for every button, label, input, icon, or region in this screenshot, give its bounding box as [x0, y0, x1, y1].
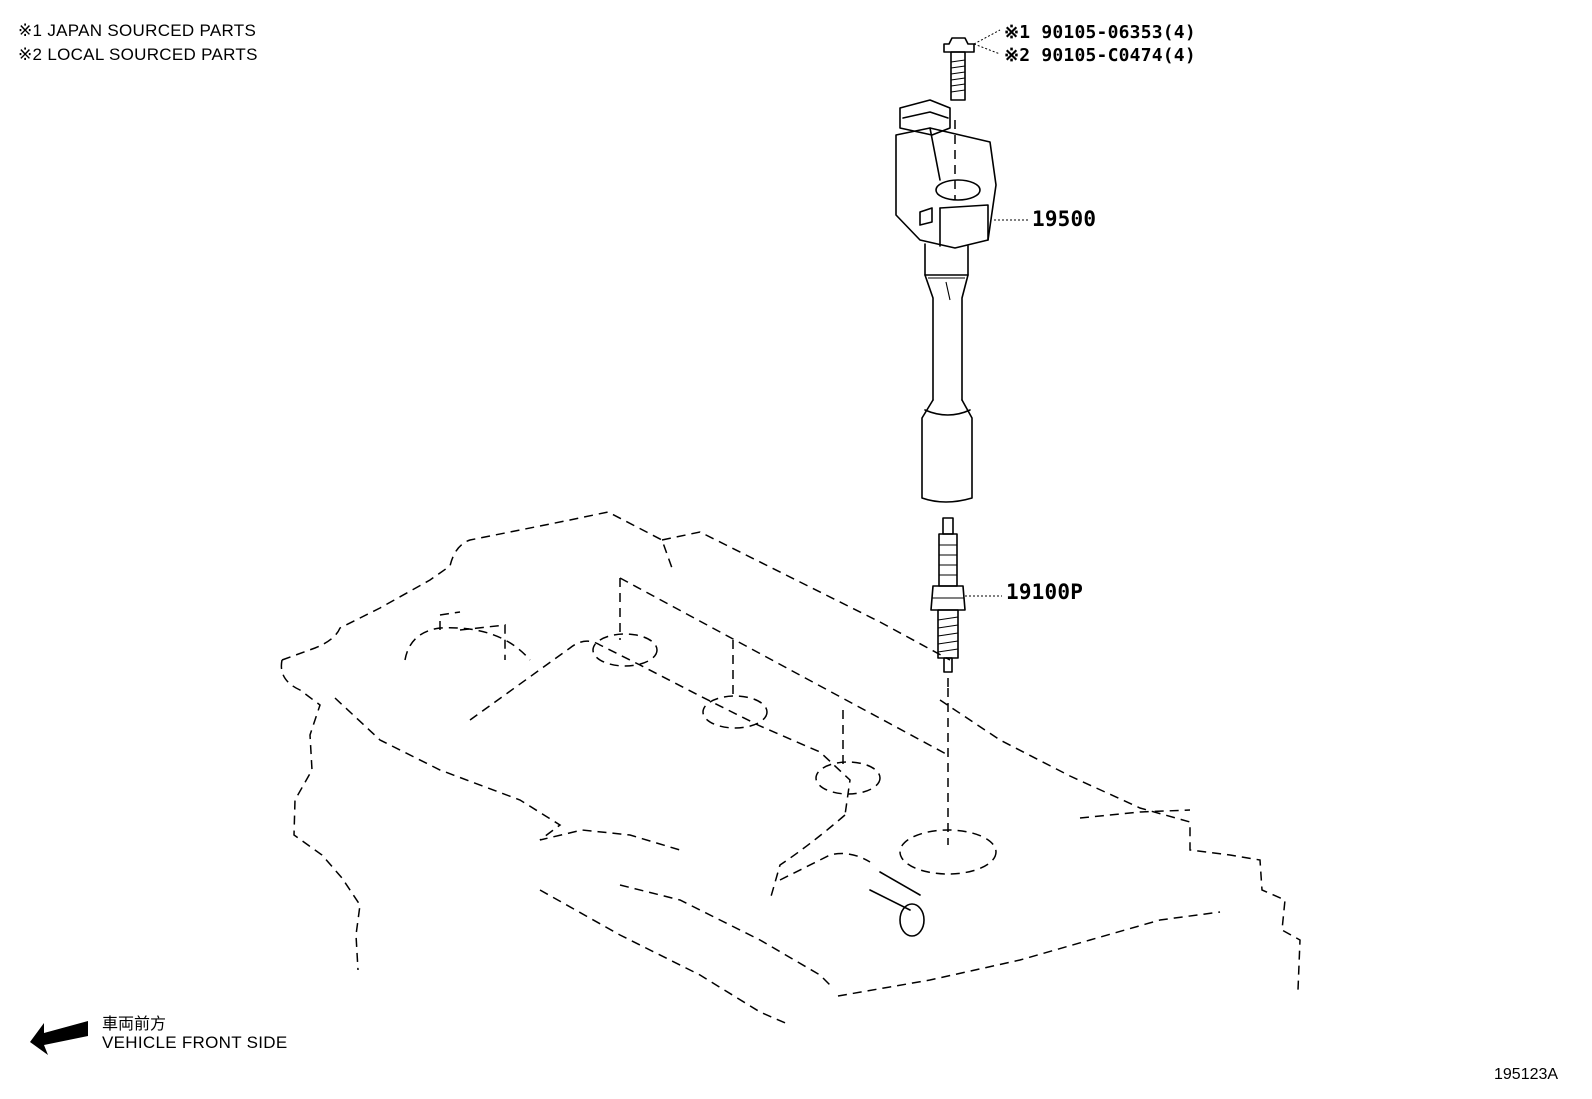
note-japan-sourced: ※1 JAPAN SOURCED PARTS — [18, 21, 257, 40]
alignment-lines — [619, 120, 956, 845]
callout-bolt-local: ※2 90105-C0474(4) — [1004, 45, 1196, 66]
spark-plug-part — [930, 517, 966, 690]
engine-head-outline — [280, 511, 1301, 1026]
callout-leaders — [965, 29, 1028, 597]
front-direction-arrow-icon — [30, 1021, 88, 1055]
note-local-sourced: ※2 LOCAL SOURCED PARTS — [18, 45, 258, 64]
front-direction-label: VEHICLE FRONT SIDE — [102, 1033, 288, 1052]
callout-spark-plug: 19100P — [1006, 580, 1084, 604]
callout-ignition-coil: 19500 — [1032, 207, 1097, 231]
bolt-part — [943, 37, 975, 101]
ignition-coil-part — [895, 99, 997, 503]
spark-plug-wells — [592, 633, 997, 875]
callout-bolt-japan: ※1 90105-06353(4) — [1004, 22, 1196, 43]
diagram-id: 195123A — [1494, 1066, 1559, 1083]
front-direction-label-japanese: 車両前方 — [102, 1016, 167, 1033]
